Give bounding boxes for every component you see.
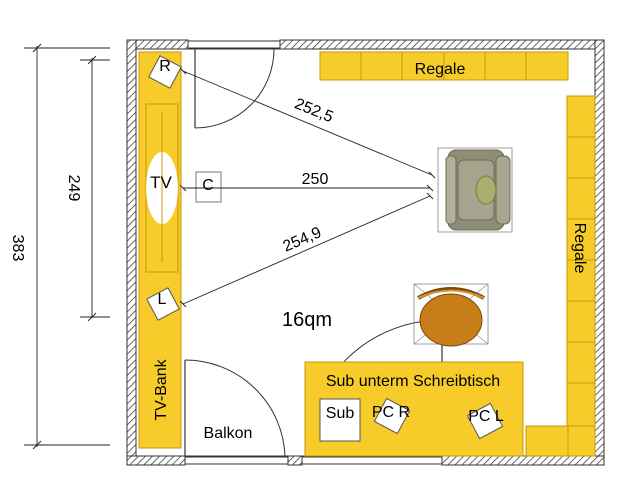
door-balcony <box>184 359 286 457</box>
area-label: 16qm <box>282 309 332 331</box>
pc-speaker-left <box>466 402 504 440</box>
measure-lines <box>179 67 436 308</box>
subwoofer-label: Sub <box>326 405 355 422</box>
subwoofer <box>319 398 361 442</box>
speaker-left <box>146 287 180 321</box>
room-length-label: 383 <box>9 235 26 262</box>
shelf-corner-bottom-right <box>567 425 596 457</box>
center-speaker <box>195 171 222 203</box>
speaker-left-label: L <box>158 291 167 308</box>
pc-speaker-right <box>373 397 411 435</box>
shelf-corner-bottom <box>525 425 569 457</box>
wall-bottom-1 <box>126 455 186 466</box>
window-bottom-1 <box>184 456 289 465</box>
shelf-right: Regale <box>566 95 596 427</box>
shelf-right-label: Regale <box>571 223 588 274</box>
pc-left-label: PC L <box>468 408 504 425</box>
window-top <box>187 40 281 49</box>
tv-label: TV <box>150 173 172 192</box>
wall-right <box>594 39 605 466</box>
speaker-right-label: R <box>159 58 171 75</box>
door-swing-icon <box>184 359 286 457</box>
measure-center-label: 250 <box>302 171 329 188</box>
speaker-span-label: 249 <box>65 175 82 202</box>
shelf-top-label: Regale <box>415 61 466 78</box>
speaker-right <box>148 55 182 89</box>
door-top <box>194 48 275 129</box>
pc-right-label: PC R <box>372 404 410 421</box>
wall-top-right <box>279 39 605 50</box>
center-speaker-label: C <box>202 177 214 194</box>
window-bottom-2 <box>301 456 443 465</box>
dimension-lines <box>24 43 110 450</box>
desk-label: Sub unterm Schreibtisch <box>326 373 500 390</box>
wall-bottom-2 <box>287 455 303 466</box>
shelf-top: Regale <box>319 51 569 81</box>
armchair-icon <box>437 147 513 233</box>
tv-bench: TV-Bank <box>138 51 182 449</box>
tv-bench-label: TV-Bank <box>153 358 170 420</box>
wall-left <box>126 39 137 466</box>
measure-left-label: 254,9 <box>280 224 324 255</box>
door-swing-icon <box>194 48 275 129</box>
balcony-label: Balkon <box>204 425 253 442</box>
measure-right-label: 252,5 <box>292 95 336 126</box>
wall-bottom-3 <box>441 455 605 466</box>
tv: TV <box>146 112 178 262</box>
desk-chair-icon <box>413 283 489 347</box>
